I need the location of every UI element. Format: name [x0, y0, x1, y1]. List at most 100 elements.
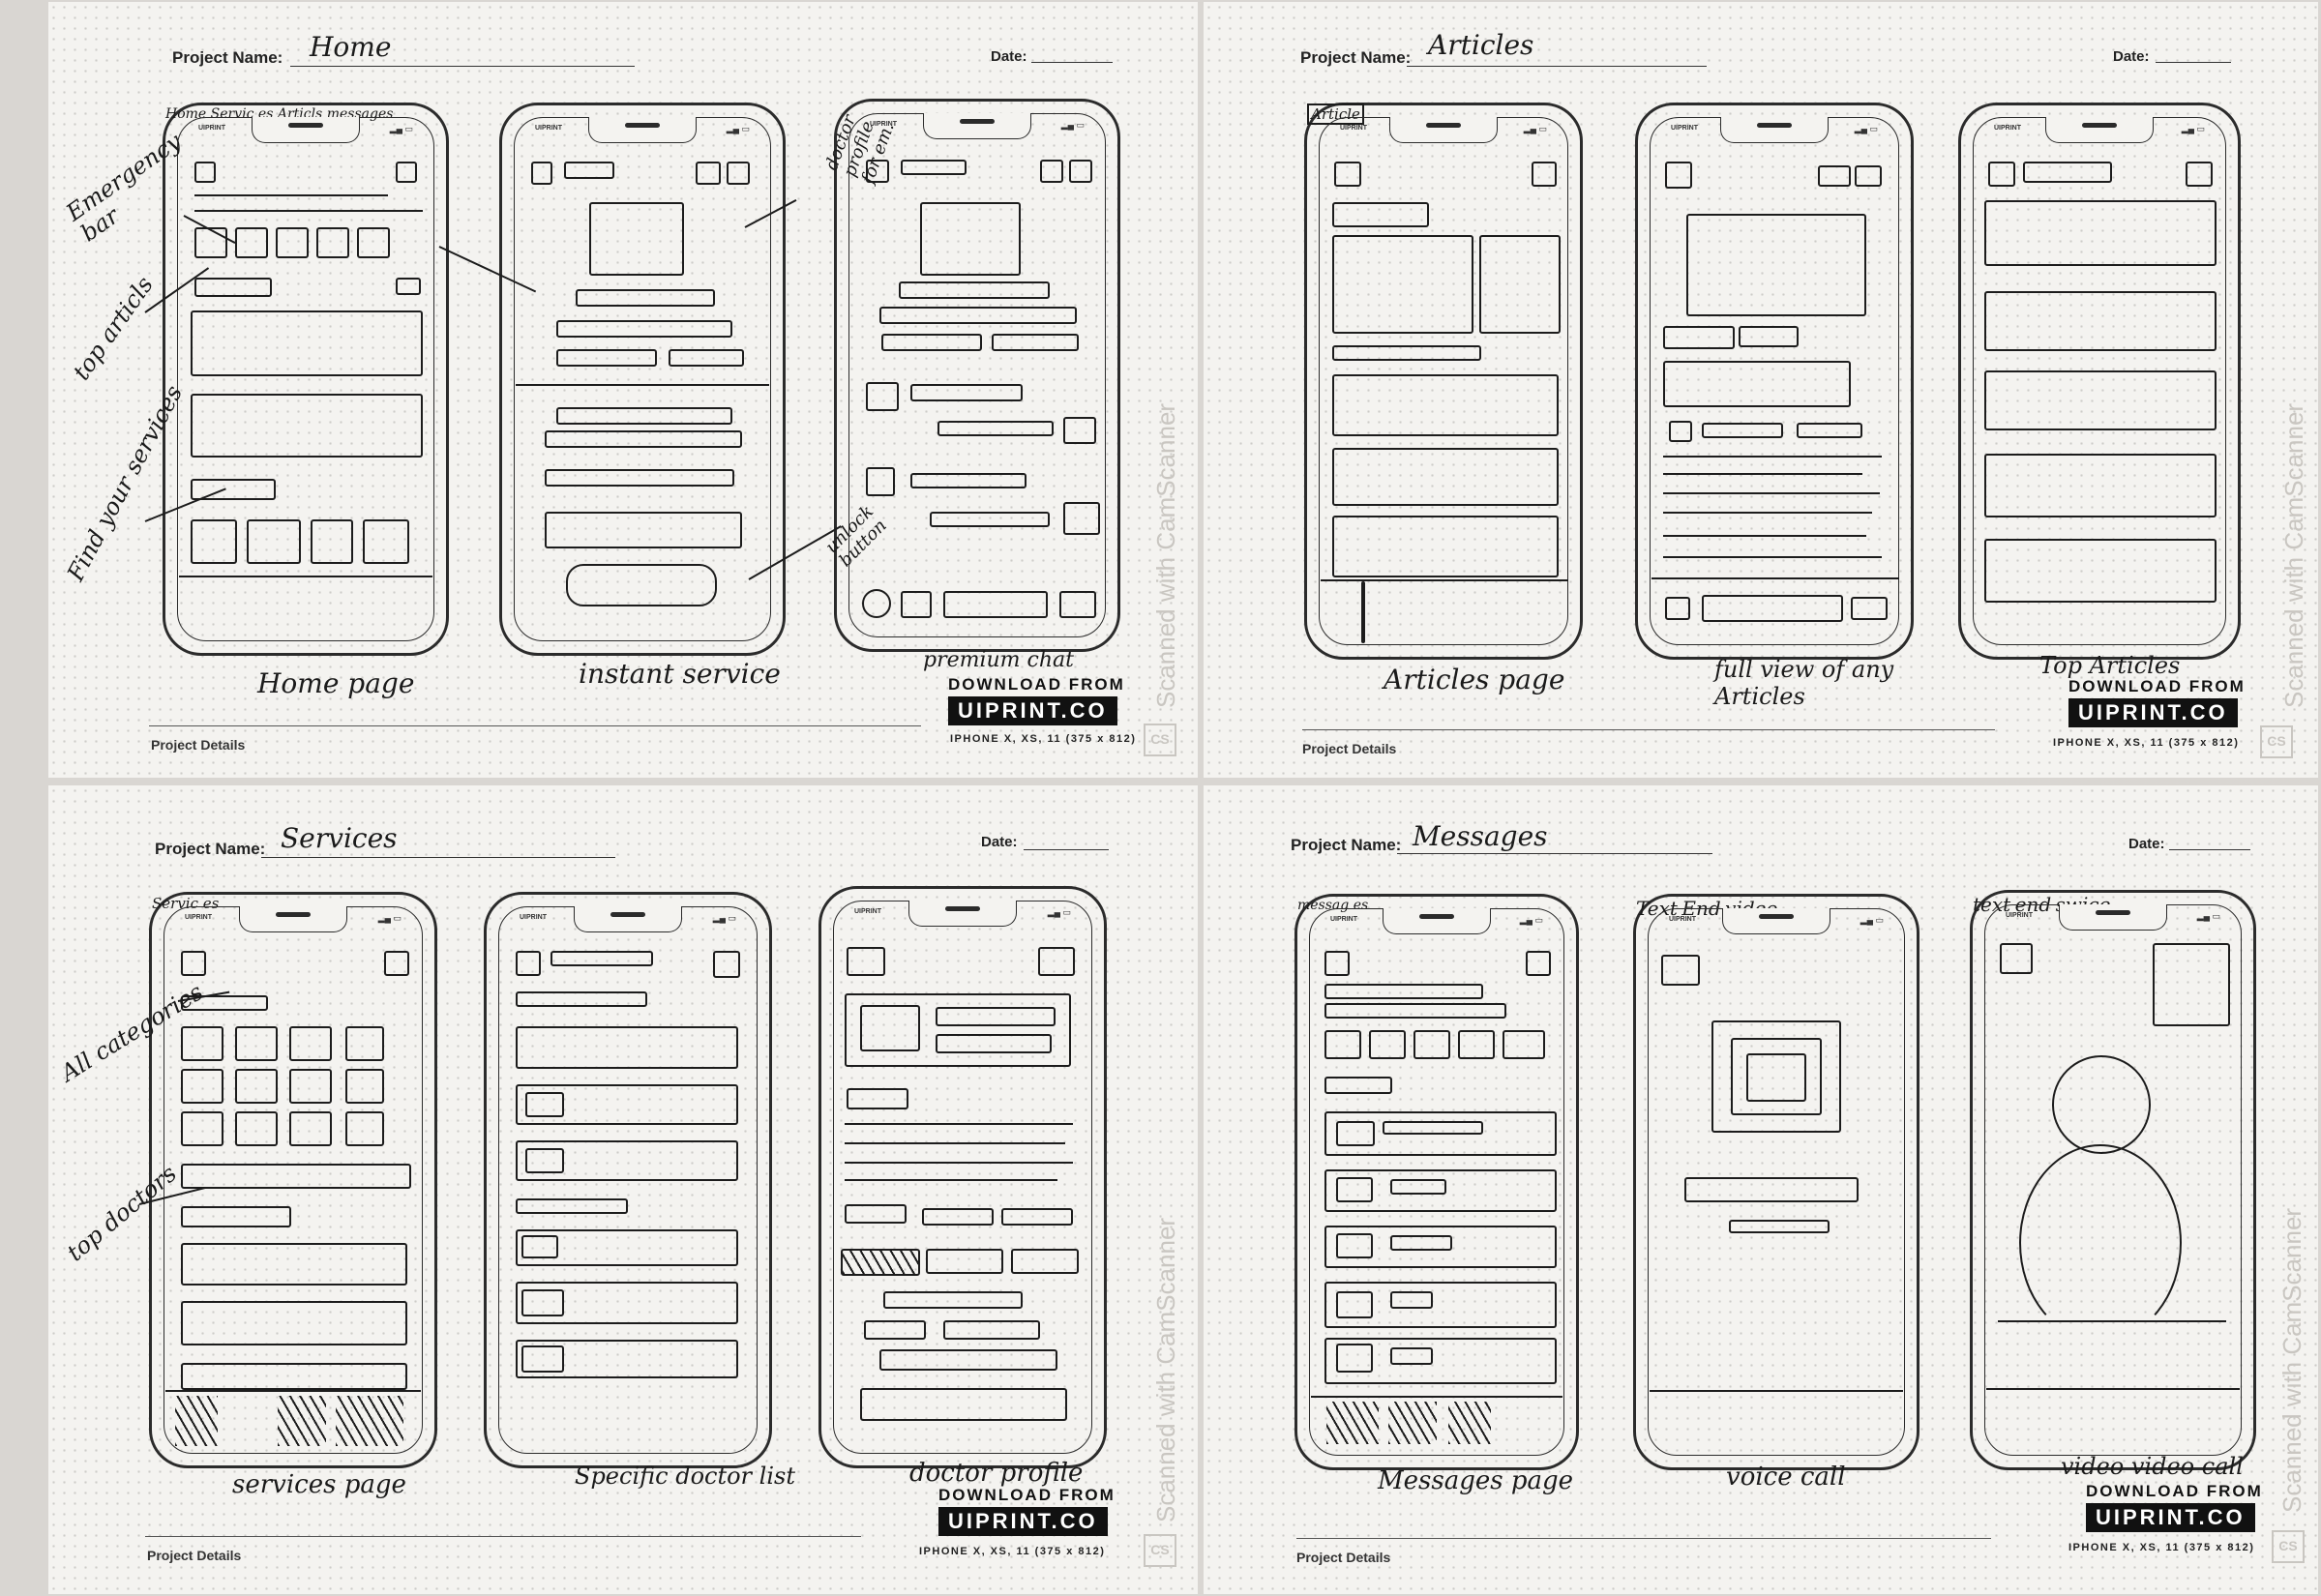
project-details-label: Project Details	[147, 1548, 242, 1563]
phone-articles-page: UIPRINT ▂▄ ▭ Article	[1304, 103, 1583, 660]
uiprint-logo: UIPRINT.CO	[948, 696, 1117, 725]
project-name-label: Project Name:	[155, 840, 266, 858]
sheet-messages: Project Name: Messages Date: UIPRINT ▂▄ …	[1204, 785, 2318, 1594]
camscanner-watermark: Scanned with CamScanner	[1151, 1217, 1180, 1522]
status-icons: ▂▄ ▭	[389, 124, 413, 133]
phone-doctor-list: UIPRINT ▂▄ ▭	[484, 892, 772, 1468]
device-label: IPHONE X, XS, 11 (375 x 812)	[950, 733, 1137, 745]
download-from-label: DOWNLOAD FROM	[948, 675, 1125, 694]
status-icons: ▂▄ ▭	[1060, 120, 1085, 130]
caption-instant-service: instant service	[579, 658, 781, 690]
caption-full-view: full view of any Articles	[1714, 656, 1894, 710]
uiprint-logo: UIPRINT.CO	[2086, 1503, 2255, 1532]
camscanner-logo: CS	[1144, 724, 1176, 756]
project-name-line	[261, 857, 615, 858]
tab-article: Article	[1307, 103, 1364, 125]
date-line	[2169, 849, 2250, 850]
status-brand: UIPRINT	[870, 121, 897, 128]
date-line	[2156, 62, 2231, 63]
status-brand: UIPRINT	[1669, 916, 1696, 923]
date-line	[1031, 62, 1113, 63]
phone-article-full-view: UIPRINT ▂▄ ▭	[1635, 103, 1914, 660]
date-label: Date:	[981, 834, 1018, 850]
project-details-label: Project Details	[1296, 1550, 1391, 1565]
status-brand: UIPRINT	[1671, 125, 1698, 132]
project-name-label: Project Name:	[1291, 836, 1402, 854]
status-brand: UIPRINT	[198, 125, 225, 132]
caption-doctor-list: Specific doctor list	[575, 1463, 795, 1490]
project-details-line	[145, 1536, 861, 1537]
camscanner-watermark: Scanned with CamScanner	[1151, 402, 1180, 708]
camscanner-watermark: Scanned with CamScanner	[2279, 402, 2308, 708]
project-name-label: Project Name:	[172, 48, 283, 67]
camscanner-logo: CS	[2260, 725, 2293, 758]
phone-doctor-profile: UIPRINT ▂▄ ▭	[818, 886, 1107, 1468]
project-name-line	[290, 66, 635, 67]
camscanner-watermark: Scanned with CamScanner	[2277, 1207, 2306, 1513]
date-label: Date:	[991, 48, 1027, 65]
sheet-articles: Project Name: Articles Date: UIPRINT ▂▄ …	[1204, 2, 2318, 778]
status-brand: UIPRINT	[185, 914, 212, 921]
date-label: Date:	[2113, 48, 2150, 65]
phone-home-page: UIPRINT ▂▄ ▭ Home Servic es Articls mess…	[163, 103, 449, 656]
phone-video-call: UIPRINT ▂▄ ▭ text end swice	[1970, 890, 2256, 1470]
status-icons: ▂▄ ▭	[1523, 124, 1547, 133]
caption-home-page: Home page	[257, 667, 415, 699]
caption-video-call: video video call	[2061, 1453, 2244, 1480]
status-icons: ▂▄ ▭	[1854, 124, 1878, 133]
phone-instant-service: UIPRINT ▂▄ ▭	[499, 103, 786, 656]
download-from-label: DOWNLOAD FROM	[938, 1486, 1116, 1504]
download-from-label: DOWNLOAD FROM	[2068, 677, 2246, 695]
camscanner-logo: CS	[1144, 1534, 1176, 1567]
caption-services-page: services page	[232, 1470, 406, 1499]
caption-top-articles: Top Articles	[2039, 652, 2181, 679]
phone-messages-page: UIPRINT ▂▄ ▭ messag es	[1294, 894, 1579, 1470]
note-top-articles: top articls	[68, 271, 159, 386]
uiprint-logo: UIPRINT.CO	[938, 1507, 1108, 1536]
download-from-label: DOWNLOAD FROM	[2086, 1482, 2263, 1500]
status-brand: UIPRINT	[520, 914, 547, 921]
note-emergency-bar: Emergency bar	[61, 128, 187, 248]
status-brand: UIPRINT	[854, 908, 881, 915]
date-line	[1024, 849, 1109, 850]
status-brand: UIPRINT	[2006, 912, 2033, 919]
project-details-label: Project Details	[151, 737, 246, 753]
caption-doctor-profile: doctor profile	[909, 1459, 1084, 1488]
status-icons: ▂▄ ▭	[2181, 124, 2205, 133]
status-brand: UIPRINT	[1994, 125, 2021, 132]
project-details-label: Project Details	[1302, 741, 1397, 756]
status-icons: ▂▄ ▭	[712, 913, 736, 923]
device-label: IPHONE X, XS, 11 (375 x 812)	[919, 1546, 1106, 1557]
status-brand: UIPRINT	[535, 125, 562, 132]
tab-messages: messag es	[1297, 898, 1369, 913]
project-details-line	[1302, 729, 1995, 730]
caption-premium-chat: premium chat	[923, 648, 1074, 672]
project-name-line	[1397, 853, 1712, 854]
device-label: IPHONE X, XS, 11 (375 x 812)	[2068, 1542, 2255, 1553]
camscanner-logo: CS	[2272, 1530, 2305, 1563]
uiprint-logo: UIPRINT.CO	[2068, 698, 2238, 727]
status-icons: ▂▄ ▭	[1519, 915, 1543, 925]
caption-messages-page: Messages page	[1378, 1466, 1574, 1495]
project-name-value: Articles	[1428, 29, 1534, 61]
date-label: Date:	[2128, 836, 2165, 852]
status-icons: ▂▄ ▭	[377, 913, 402, 923]
project-name-line	[1407, 66, 1707, 67]
tab-services: Servic es	[152, 895, 220, 912]
status-icons: ▂▄ ▭	[726, 124, 750, 133]
caption-articles-page: Articles page	[1384, 664, 1565, 695]
status-brand: UIPRINT	[1340, 125, 1367, 132]
project-details-line	[149, 725, 921, 726]
status-icons: ▂▄ ▭	[2196, 911, 2220, 921]
sheet-home: Project Name: Home Date: UIPRINT ▂▄ ▭ Ho…	[48, 2, 1198, 778]
status-icons: ▂▄ ▭	[1860, 915, 1884, 925]
project-name-value: Messages	[1413, 820, 1548, 852]
phone-top-articles: UIPRINT ▂▄ ▭	[1958, 103, 2241, 660]
status-icons: ▂▄ ▭	[1047, 907, 1071, 917]
project-details-line	[1296, 1538, 1991, 1539]
project-name-value: Services	[281, 822, 398, 854]
phone-premium-chat: UIPRINT ▂▄ ▭	[834, 99, 1120, 652]
status-brand: UIPRINT	[1330, 916, 1357, 923]
sheet-services: Project Name: Services Date: UIPRINT ▂▄ …	[48, 785, 1198, 1594]
project-name-value: Home	[310, 31, 392, 63]
